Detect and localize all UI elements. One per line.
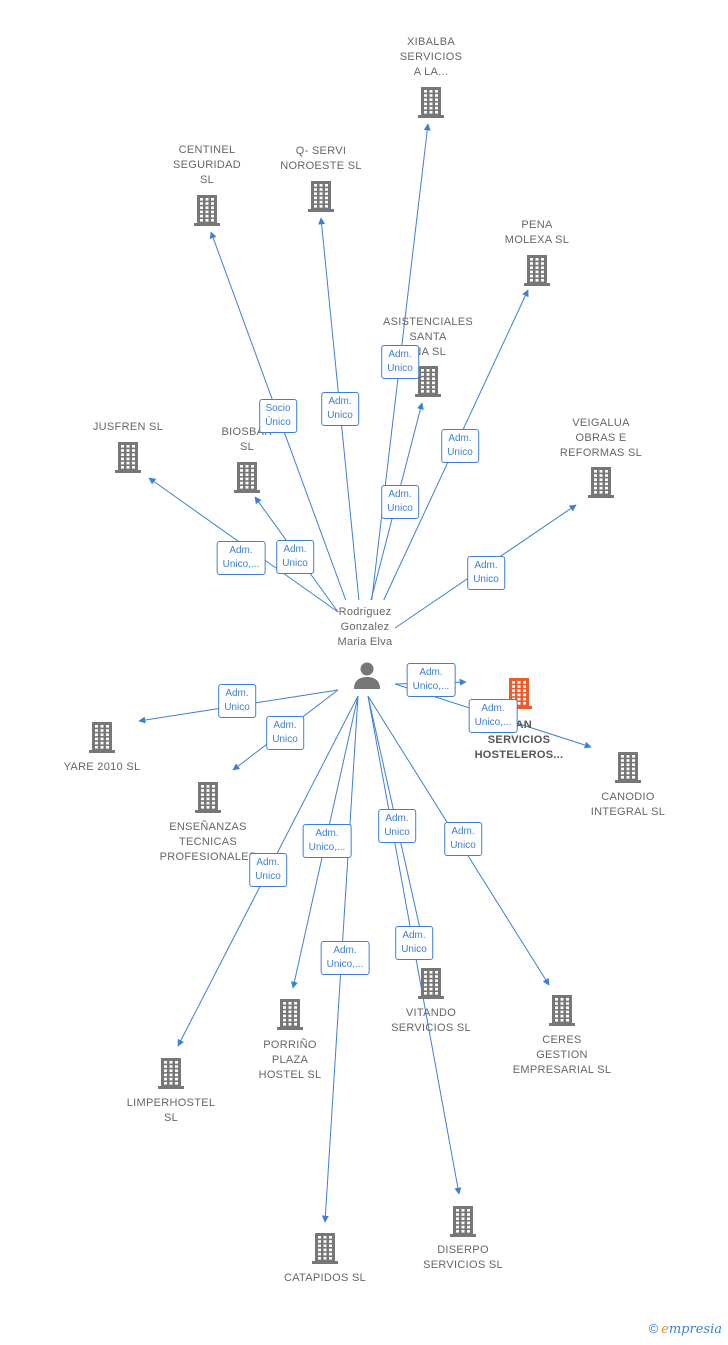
building-icon-vitando[interactable] (418, 967, 444, 999)
company-label-ceres: CERES GESTION EMPRESARIAL SL (512, 1034, 612, 1076)
company-node-catapidos[interactable]: CATAPIDOS SL (255, 1271, 395, 1286)
company-label-porrino: PORRIÑO PLAZA HOSTEL SL (258, 1039, 322, 1081)
building-icon-asistenciales[interactable] (415, 365, 441, 397)
empresia-logo: ©empresia (649, 1321, 722, 1337)
building-icon-ceres[interactable] (549, 994, 575, 1026)
building-icon-xibalba[interactable] (418, 86, 444, 118)
edge-label-ensenanzas[interactable]: Adm. Unico (266, 716, 304, 750)
company-node-porrino[interactable]: PORRIÑO PLAZA HOSTEL SL (220, 1038, 360, 1083)
company-label-centinel: CENTINEL SEGURIDAD SL (172, 144, 242, 186)
copyright-symbol: © (648, 1321, 659, 1336)
company-label-qservi: Q- SERVI NOROESTE SL (280, 145, 362, 172)
company-node-ensenanzas[interactable]: ENSEÑANZAS TECNICAS PROFESIONALES (138, 820, 278, 865)
company-label-jusfren: JUSFREN SL (92, 421, 164, 433)
building-icon-disperso[interactable] (450, 1205, 476, 1237)
edge-label-limperhostel[interactable]: Adm. Unico (249, 853, 287, 887)
building-icon-ensenanzas[interactable] (195, 781, 221, 813)
building-icon-catapidos[interactable] (312, 1232, 338, 1264)
company-node-yare[interactable]: YARE 2010 SL (32, 760, 172, 775)
building-icon-pena[interactable] (524, 254, 550, 286)
company-node-vitando[interactable]: VITANDO SERVICIOS SL (361, 1006, 501, 1036)
edge-label-centinel[interactable]: Socio Único (259, 399, 297, 433)
company-node-veigalua[interactable]: VEIGALUA OBRAS E REFORMAS SL (531, 416, 671, 461)
company-label-limperhostel: LIMPERHOSTEL SL (126, 1097, 216, 1124)
company-node-qservi[interactable]: Q- SERVI NOROESTE SL (251, 144, 391, 174)
edge-label-disperso[interactable]: Adm. Unico (395, 926, 433, 960)
company-node-disperso[interactable]: DISERPO SERVICIOS SL (393, 1243, 533, 1273)
edge-label-main[interactable]: Adm. Unico,... (406, 663, 456, 697)
edge-label-qservi[interactable]: Adm. Unico (321, 392, 359, 426)
edge-label-xibalba[interactable]: Adm. Unico (381, 345, 419, 379)
company-node-asistenciales[interactable]: ASISTENCIALES SANTA INA SL (358, 315, 498, 360)
company-node-pena[interactable]: PENA MOLEXA SL (467, 218, 607, 248)
company-node-canodio[interactable]: CANODIO INTEGRAL SL (558, 790, 698, 820)
edge-label-canodio[interactable]: Adm. Unico,... (468, 699, 518, 733)
edge-label-yare[interactable]: Adm. Unico (218, 684, 256, 718)
center-person-label: Rodriguez Gonzalez Maria Elva (295, 605, 435, 650)
company-label-disperso: DISERPO SERVICIOS SL (423, 1244, 503, 1271)
edge-label-jusfren[interactable]: Adm. Unico,... (216, 541, 266, 575)
edge-label-pena[interactable]: Adm. Unico (441, 429, 479, 463)
company-node-centinel[interactable]: CENTINEL SEGURIDAD SL (137, 143, 277, 188)
building-icon-centinel[interactable] (194, 194, 220, 226)
building-icon-canodio[interactable] (615, 751, 641, 783)
company-node-limperhostel[interactable]: LIMPERHOSTEL SL (101, 1096, 241, 1126)
brand-e: e (661, 1322, 669, 1337)
company-label-pena: PENA MOLEXA SL (504, 219, 570, 246)
company-label-ensenanzas: ENSEÑANZAS TECNICAS PROFESIONALES (159, 821, 257, 863)
edge-label-catapidos[interactable]: Adm. Unico,... (320, 941, 370, 975)
center-label-text: Rodriguez Gonzalez Maria Elva (337, 606, 393, 648)
edge-label-vitando[interactable]: Adm. Unico (378, 809, 416, 843)
person-icon[interactable] (352, 660, 382, 690)
company-label-catapidos: CATAPIDOS SL (283, 1272, 367, 1284)
building-icon-yare[interactable] (89, 721, 115, 753)
building-icon-qservi[interactable] (308, 180, 334, 212)
building-icon-limperhostel[interactable] (158, 1057, 184, 1089)
company-label-canodio: CANODIO INTEGRAL SL (590, 791, 666, 818)
building-icon-biosbardos[interactable] (234, 461, 260, 493)
edge-label-ceres[interactable]: Adm. Unico (444, 822, 482, 856)
edge-label-porrino[interactable]: Adm. Unico,... (302, 824, 352, 858)
building-icon-veigalua[interactable] (588, 466, 614, 498)
company-label-veigalua: VEIGALUA OBRAS E REFORMAS SL (559, 417, 643, 459)
building-icon-porrino[interactable] (277, 998, 303, 1030)
edge-label-biosbardos[interactable]: Adm. Unico (276, 540, 314, 574)
company-node-ceres[interactable]: CERES GESTION EMPRESARIAL SL (492, 1033, 632, 1078)
company-node-xibalba[interactable]: XIBALBA SERVICIOS A LA... (361, 35, 501, 80)
company-node-jusfren[interactable]: JUSFREN SL (58, 420, 198, 435)
company-label-asistenciales: ASISTENCIALES SANTA INA SL (382, 316, 474, 358)
building-icon-jusfren[interactable] (115, 441, 141, 473)
company-label-vitando: VITANDO SERVICIOS SL (391, 1007, 471, 1034)
edge-label-veigalua[interactable]: Adm. Unico (467, 556, 505, 590)
company-label-yare: YARE 2010 SL (63, 761, 141, 773)
edge-label-asistenciales[interactable]: Adm. Unico (381, 485, 419, 519)
company-label-xibalba: XIBALBA SERVICIOS A LA... (399, 36, 463, 78)
brand-rest: mpresia (668, 1322, 722, 1337)
